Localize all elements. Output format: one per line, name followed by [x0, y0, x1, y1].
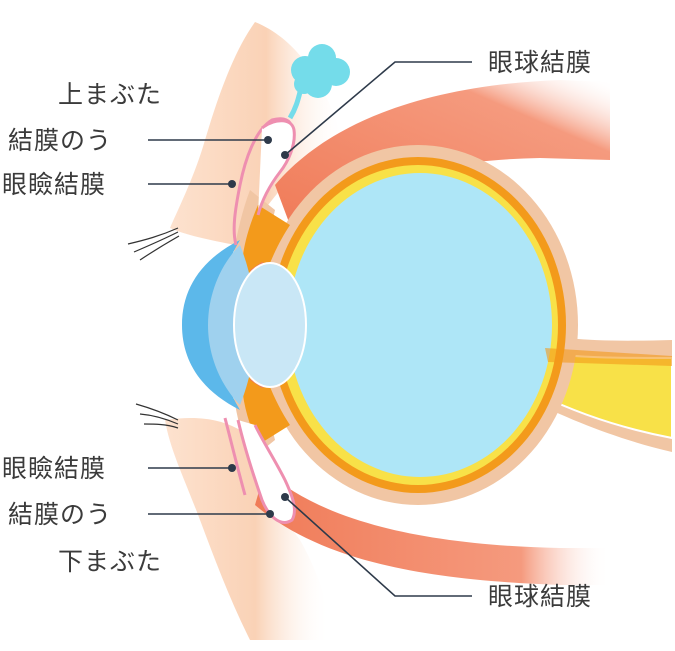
- marker-upper-palpebral-conjunctiva: [228, 180, 236, 188]
- lower-rectus-muscle: [255, 470, 610, 585]
- upper-eyelashes: [127, 227, 180, 261]
- label-upper-bulbar-conjunctiva: 眼球結膜: [488, 48, 592, 77]
- marker-lower-conjunctival-sac: [266, 510, 274, 518]
- lower-eyelid-skin: [165, 418, 330, 640]
- ciliary-body-upper: [241, 205, 290, 285]
- lacrimal-gland: [287, 44, 350, 120]
- label-upper-palpebral-conjunctiva: 眼瞼結膜: [2, 170, 106, 199]
- leader-lower-bulbar-conjunctiva: [284, 496, 472, 597]
- lower-eyelashes: [135, 403, 179, 429]
- label-upper-eyelid: 上まぶた: [58, 80, 162, 109]
- marker-lower-bulbar-conjunctiva: [281, 493, 289, 501]
- label-lower-eyelid: 下まぶた: [58, 547, 162, 576]
- leader-lines: [148, 61, 472, 597]
- label-lower-conjunctival-sac: 結膜のう: [8, 500, 112, 529]
- leader-upper-bulbar-conjunctiva: [284, 61, 472, 156]
- optic-disc: [545, 348, 672, 366]
- lower-conjunctival-fornix: [236, 419, 296, 524]
- marker-upper-conjunctival-sac: [264, 136, 272, 144]
- label-lower-palpebral-conjunctiva: 眼瞼結膜: [2, 454, 106, 483]
- label-upper-conjunctival-sac: 結膜のう: [8, 126, 112, 155]
- label-lower-bulbar-conjunctiva: 眼球結膜: [488, 582, 592, 611]
- upper-conjunctival-fornix: [256, 119, 296, 216]
- vitreous-body: [288, 173, 552, 477]
- marker-upper-bulbar-conjunctiva: [281, 151, 289, 159]
- lower-conjunctiva-line: [223, 417, 247, 496]
- lens: [233, 262, 307, 388]
- marker-lower-palpebral-conjunctiva: [228, 464, 236, 472]
